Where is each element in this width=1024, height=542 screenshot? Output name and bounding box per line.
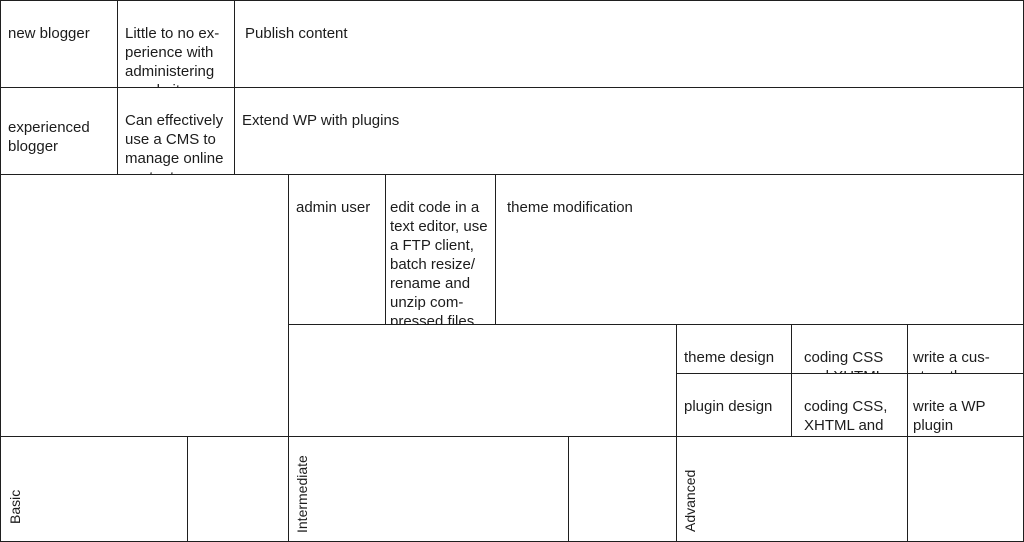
level-label-basic: Basic (7, 489, 23, 524)
role-admin-user: admin user (288, 174, 386, 325)
skill-new-blogger: Little to no ex- perience with administe… (117, 0, 235, 88)
task-experienced-blogger: Extend WP with plugins (234, 87, 1024, 175)
skill-theme-design: coding CSS and XHTML (791, 324, 908, 374)
skill-admin-user: edit code in a text editor, use a FTP cl… (385, 174, 496, 325)
role-label: admin user (296, 199, 371, 216)
task-admin-user: theme modification (495, 174, 1024, 325)
role-label: theme design (684, 349, 775, 366)
level-label-intermediate: Intermediate (294, 455, 310, 533)
level-basic-cell (0, 436, 188, 542)
empty-block-middle (288, 324, 677, 437)
role-plugin-design: plugin design (676, 373, 792, 437)
role-theme-design: theme design (676, 324, 792, 374)
task-label: Publish content (245, 25, 348, 42)
task-plugin-design: write a WP plugin (907, 373, 1024, 437)
role-label: new blogger (8, 25, 90, 42)
level-advanced-spacer (907, 436, 1024, 542)
skill-plugin-design: coding CSS, XHTML and PHP (791, 373, 908, 437)
task-label: write a cus- stom theme (913, 349, 991, 373)
level-basic-spacer (187, 436, 289, 542)
task-label: write a WP plugin (913, 398, 986, 434)
task-label: Extend WP with plugins (242, 112, 400, 129)
level-intermediate-spacer (568, 436, 677, 542)
role-new-blogger: new blogger (0, 0, 118, 88)
level-intermediate-cell (288, 436, 569, 542)
task-new-blogger: Publish content (234, 0, 1024, 88)
skill-label: coding CSS, XHTML and PHP (804, 398, 888, 434)
skill-experienced-blogger: Can effectively use a CMS to manage onli… (117, 87, 235, 175)
skill-label: coding CSS and XHTML (804, 349, 884, 373)
level-label-advanced: Advanced (682, 469, 698, 532)
task-label: theme modification (507, 199, 633, 216)
role-experienced-blogger: experienced blogger (0, 87, 118, 175)
skill-label: Can effectively use a CMS to manage onli… (125, 112, 224, 174)
skill-label: edit code in a text editor, use a FTP cl… (390, 199, 488, 325)
skill-label: Little to no ex- perience with administe… (125, 25, 220, 87)
empty-block-left (0, 174, 289, 437)
task-theme-design: write a cus- stom theme (907, 324, 1024, 374)
role-label: experienced blogger (8, 119, 90, 155)
level-advanced-cell (676, 436, 908, 542)
role-label: plugin design (684, 398, 773, 415)
